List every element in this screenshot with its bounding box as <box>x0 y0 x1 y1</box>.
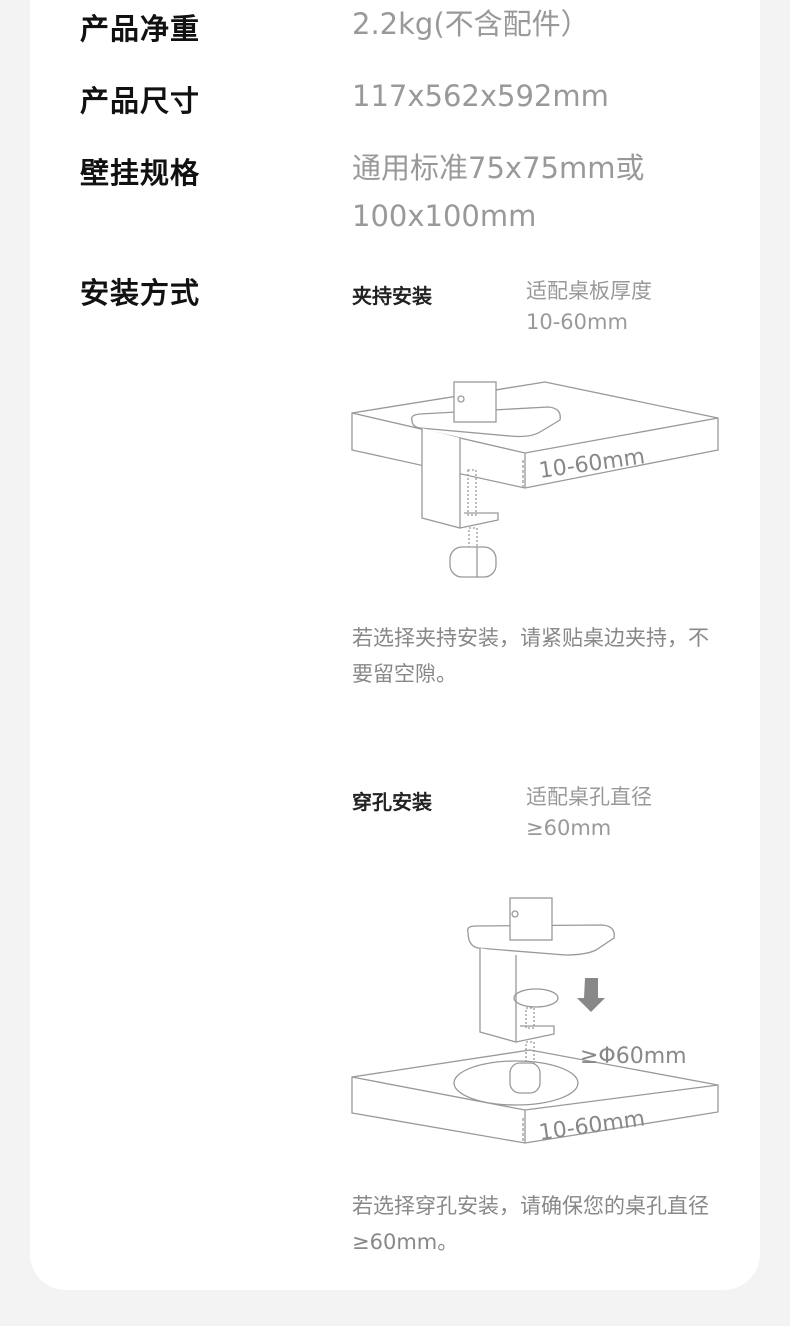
spec-card <box>30 0 760 1290</box>
spec-label-weight: 产品净重 <box>80 12 201 46</box>
clamp-install-title: 夹持安装 <box>352 284 432 308</box>
clamp-install-spec-2: 10-60mm <box>526 310 628 334</box>
spec-label-mount: 壁挂规格 <box>80 156 201 190</box>
spec-value-mount: 通用标准75x75mm或100x100mm <box>352 151 645 233</box>
hole-install-diagram: ≥Φ60mm 10-60mm <box>351 897 719 1146</box>
clamp-install-note: 若选择夹持安装，请紧贴桌边夹持，不要留空隙。 <box>352 626 709 686</box>
hole-install-note: 若选择穿孔安装，请确保您的桌孔直径≥60mm。 <box>352 1194 709 1254</box>
clamp-install-diagram: 10-60mm <box>351 381 719 578</box>
hole-install-spec-2: ≥60mm <box>526 816 612 840</box>
spec-label-install: 安装方式 <box>80 276 201 310</box>
hole-diagram-hole-label: ≥Φ60mm <box>580 1044 687 1069</box>
hole-install-spec-1: 适配桌孔直径 <box>526 785 652 809</box>
spec-value-size: 117x562x592mm <box>352 79 609 113</box>
hole-diagram-label: 10-60mm <box>537 1106 646 1146</box>
spec-value-weight: 2.2kg(不含配件） <box>352 7 590 41</box>
clamp-diagram-label: 10-60mm <box>537 444 646 484</box>
clamp-install-spec-1: 适配桌板厚度 <box>526 279 652 303</box>
hole-install-title: 穿孔安装 <box>352 790 432 814</box>
spec-label-size: 产品尺寸 <box>80 84 201 118</box>
